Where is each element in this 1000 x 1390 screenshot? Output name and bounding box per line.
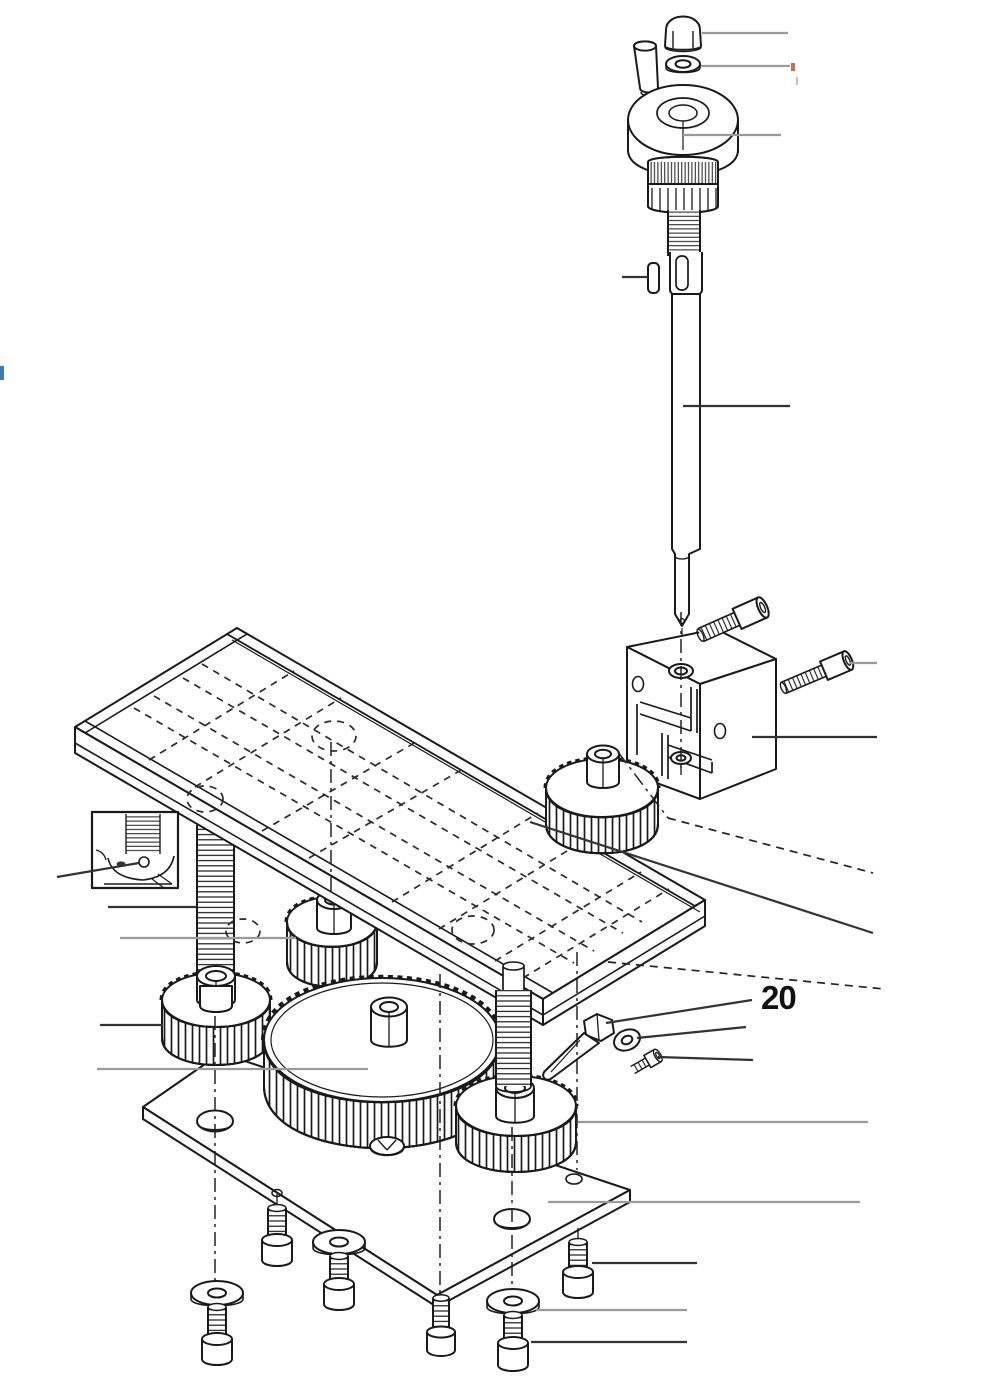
- socket-screw: [562, 1228, 594, 1299]
- keyway-shaft-section: [669, 252, 703, 298]
- left-spur-gear: [159, 965, 273, 1066]
- centerlines: [214, 612, 885, 1294]
- t-slot-hole-circle: [451, 915, 495, 945]
- leader-table: [529, 820, 874, 935]
- drive-shaft: [671, 293, 701, 658]
- right-spur-gear: [453, 1073, 579, 1173]
- crank-handle: [633, 40, 659, 97]
- inset-detail-box: [90, 810, 180, 890]
- bearing-block: [626, 628, 777, 800]
- central-spur-gear: [261, 974, 503, 1157]
- threaded-stem: [667, 210, 701, 256]
- table-plate: [74, 627, 706, 1026]
- leadscrew-column-left-end: [199, 985, 233, 1013]
- washer-bottom-right: [486, 1288, 540, 1315]
- orange-artifact-2: [796, 77, 798, 85]
- centerline-bracket-gear: [617, 751, 669, 819]
- washer-bottom-left: [190, 1280, 244, 1307]
- leadscrew-column-left: [196, 820, 235, 990]
- leader-pin-screw: [657, 1055, 754, 1062]
- t-slot-grid: [133, 663, 670, 979]
- bracket-hole: [713, 722, 727, 740]
- taper-pin: [542, 1013, 615, 1081]
- socket-screw: [201, 1302, 233, 1366]
- graduated-dial: [647, 155, 719, 214]
- pin-washer: [613, 1028, 641, 1052]
- leadscrew-column-right: [495, 961, 532, 1093]
- washer-bottom-center: [312, 1229, 366, 1256]
- socket-screw: [426, 1294, 456, 1357]
- socket-screw: [261, 1194, 293, 1267]
- projection-line-table: [607, 961, 885, 990]
- socket-screw: [323, 1251, 355, 1311]
- bracket-hole: [631, 675, 645, 693]
- gear-bore-bottom: [369, 1136, 405, 1156]
- cap-nut: [664, 15, 702, 53]
- cap-screw-side: [779, 650, 855, 695]
- leader-part20-pin: [605, 998, 753, 1025]
- set-screw-detail: [138, 856, 150, 868]
- t-slot-hole-circle: [186, 785, 224, 813]
- projection-line-gear: [667, 817, 874, 874]
- cap-screw-upper: [696, 596, 770, 643]
- socket-screw: [497, 1310, 529, 1372]
- leader-inset-detail: [56, 861, 140, 879]
- part-20-label: 20: [761, 979, 796, 1016]
- handwheel: [627, 84, 739, 177]
- t-slot-hole-circle: [225, 918, 261, 944]
- leader-lines: [56, 31, 877, 1344]
- blue-edge-artifact: [0, 366, 4, 380]
- top-flat-washer: [665, 55, 701, 74]
- pin-screw: [630, 1048, 663, 1075]
- orange-artifact: [791, 63, 795, 71]
- t-slot-hole-circle: [311, 720, 357, 752]
- plate-hole-small: [565, 1173, 583, 1185]
- woodruff-key: [647, 262, 660, 294]
- leader-pin-washer: [636, 1025, 747, 1040]
